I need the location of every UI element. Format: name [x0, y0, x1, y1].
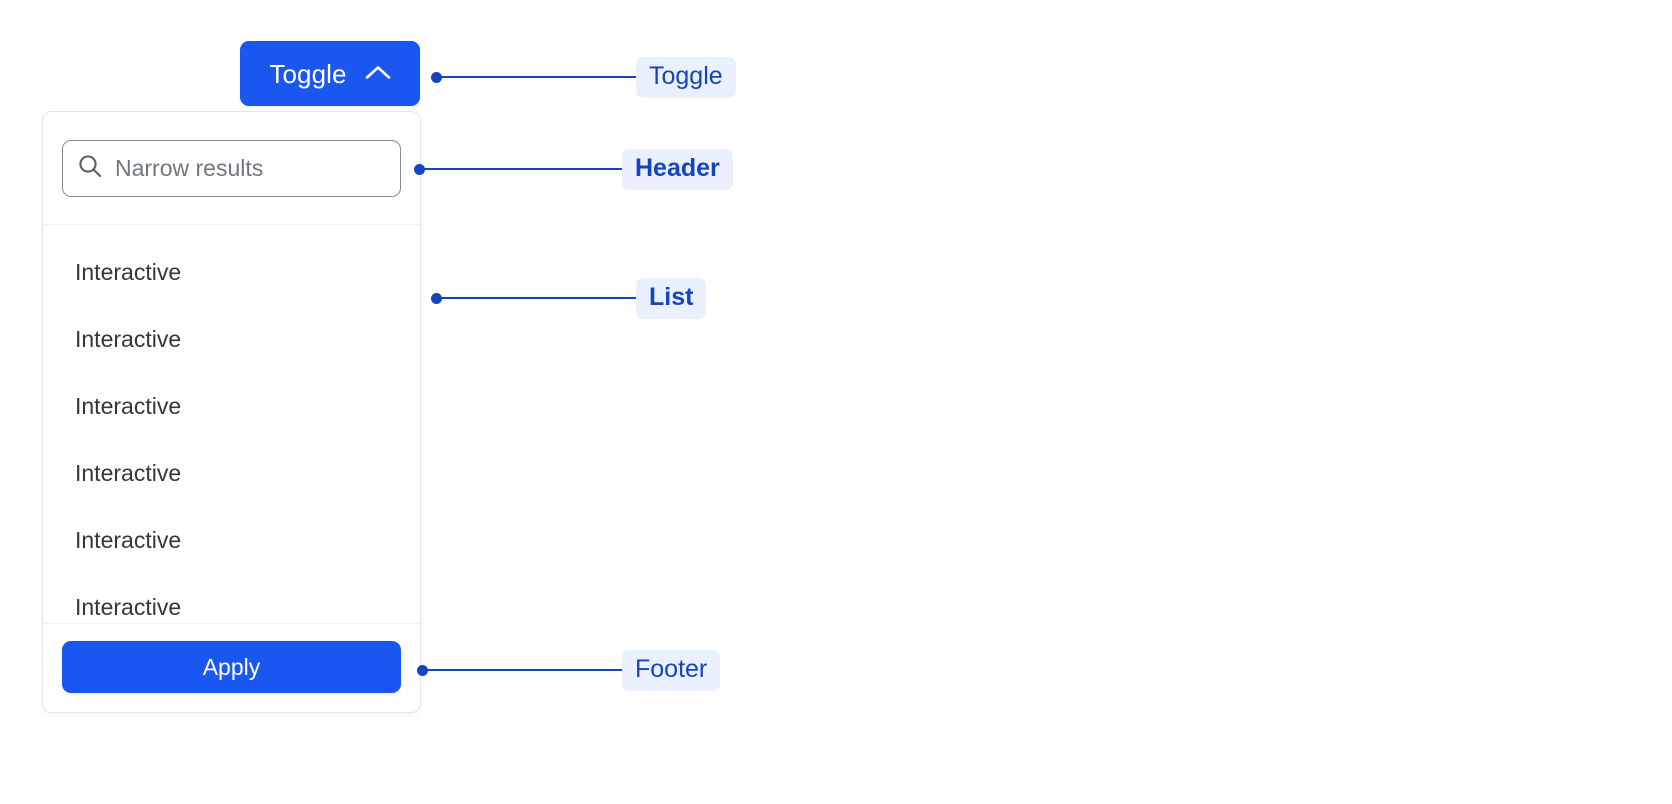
annotation-line — [427, 669, 623, 671]
apply-button[interactable]: Apply — [62, 641, 401, 693]
list-item-label: Interactive — [75, 460, 182, 486]
annotation-dot — [431, 71, 442, 83]
panel-list: Interactive Interactive Interactive Inte… — [43, 225, 420, 623]
toggle-button-label: Toggle — [269, 58, 347, 89]
list-item[interactable]: Interactive — [43, 574, 420, 623]
annotation-label-header: Header — [622, 148, 733, 190]
panel-header — [43, 112, 420, 225]
search-input[interactable] — [115, 155, 386, 182]
annotation-label-toggle: Toggle — [636, 56, 736, 98]
list-item-label: Interactive — [75, 326, 182, 352]
annotation-line — [441, 76, 637, 78]
annotation-dot — [431, 292, 442, 304]
annotation-line — [424, 168, 623, 170]
chevron-up-icon — [365, 65, 391, 83]
list-item-label: Interactive — [75, 393, 182, 419]
list-item[interactable]: Interactive — [43, 440, 420, 507]
search-icon — [77, 153, 103, 184]
annotation-label-footer: Footer — [622, 649, 721, 691]
annotation-dot — [414, 163, 425, 175]
annotation-dot — [417, 664, 428, 676]
panel-footer: Apply — [43, 623, 420, 712]
list-item-label: Interactive — [75, 594, 182, 620]
toggle-button[interactable]: Toggle — [240, 41, 420, 106]
list-item-label: Interactive — [75, 259, 182, 285]
annotation-label-list: List — [636, 277, 707, 319]
list-item[interactable]: Interactive — [43, 507, 420, 574]
list-item[interactable]: Interactive — [43, 239, 420, 306]
list-item-label: Interactive — [75, 527, 182, 553]
annotation-line — [441, 297, 637, 299]
list-item[interactable]: Interactive — [43, 306, 420, 373]
list-item[interactable]: Interactive — [43, 373, 420, 440]
search-field[interactable] — [62, 140, 401, 197]
dropdown-panel: Interactive Interactive Interactive Inte… — [42, 111, 421, 713]
